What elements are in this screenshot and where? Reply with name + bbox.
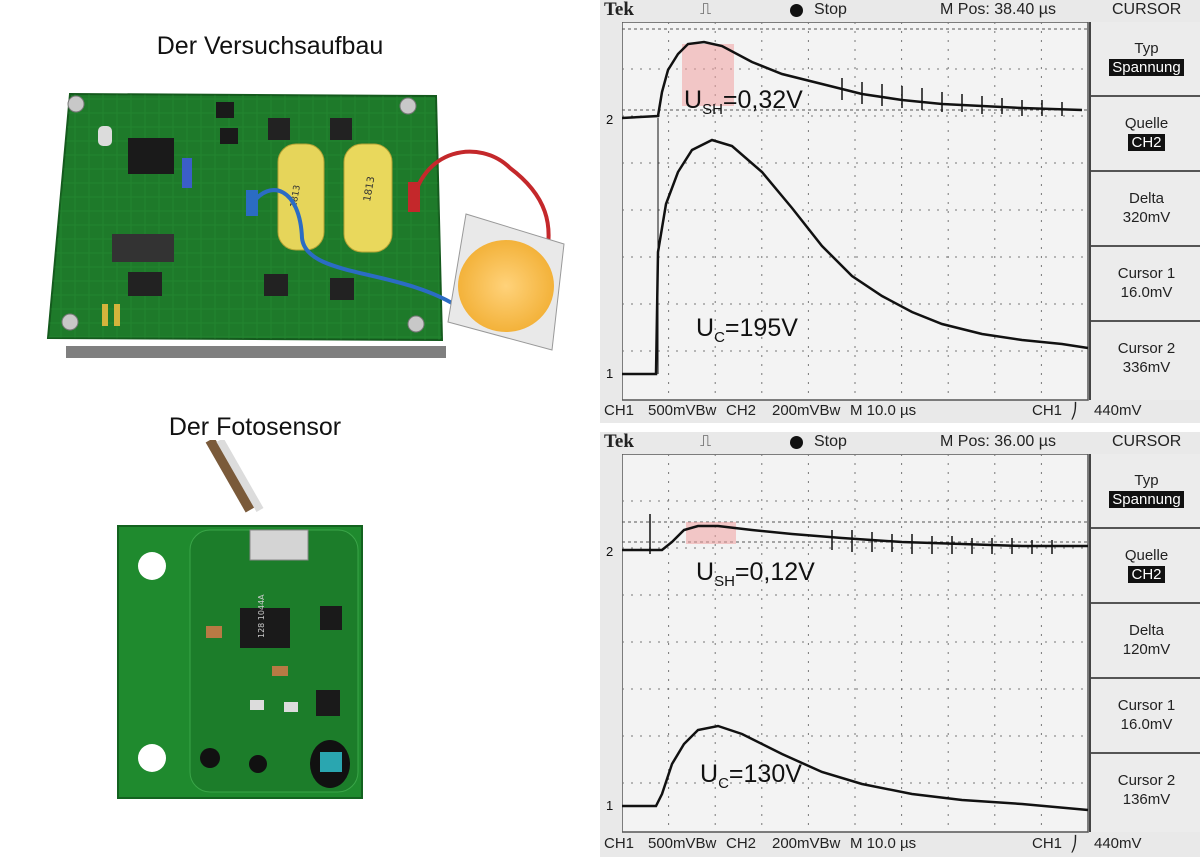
scope-header: Tek ⎍ Stop M Pos: 38.40 µs CURSOR (600, 0, 1200, 24)
menu-type[interactable]: Typ Spannung (1091, 22, 1200, 97)
trigger-slope-icon: ⎠ (1070, 836, 1078, 853)
cursor-menu: Typ Spannung Quelle CH2 Delta 120mV Curs… (1089, 454, 1200, 832)
trigger-status-icon: ⎍ (700, 433, 712, 450)
photo-sensor-photo: 128 1044A (117, 440, 363, 799)
oscilloscope-screen-1: Tek ⎍ Stop M Pos: 38.40 µs CURSOR (600, 0, 1200, 423)
menu-cursor1[interactable]: Cursor 1 16.0mV (1091, 679, 1200, 754)
menu-delta: Delta 120mV (1091, 604, 1200, 679)
scope-header: Tek ⎍ Stop M Pos: 36.00 µs CURSOR (600, 432, 1200, 456)
screw-icon (61, 313, 79, 331)
acquisition-status: Stop (814, 433, 847, 450)
setup-caption: Der Versuchsaufbau (156, 32, 384, 60)
menu-cursor2[interactable]: Cursor 2 336mV (1117, 340, 1176, 376)
svg-text:1813: 1813 (362, 176, 377, 203)
ush-label: USH=0,32V (684, 86, 803, 118)
scope-grid (622, 22, 1089, 401)
mounting-hole-icon (138, 552, 166, 580)
menu-title: CURSOR (1112, 1, 1182, 18)
trigger-slope-icon: ⎠ (1070, 403, 1078, 420)
oscilloscope-screen-2: Tek ⎍ Stop M Pos: 36.00 µs CURSOR (600, 432, 1200, 857)
stop-indicator-icon (790, 4, 803, 17)
ch1-marker: 1 (606, 798, 614, 813)
brand-label: Tek (604, 0, 634, 20)
uc-label: UC=130V (700, 760, 802, 792)
scope-grid (622, 454, 1089, 833)
screw-icon (407, 315, 425, 333)
menu-source[interactable]: Quelle CH2 (1091, 529, 1200, 604)
menu-cursor2[interactable]: Cursor 2 136mV (1117, 772, 1176, 808)
menu-delta: Delta 320mV (1091, 172, 1200, 247)
highlight-region (682, 44, 734, 106)
cursor-menu: Typ Spannung Quelle CH2 Delta 320mV Curs… (1089, 22, 1200, 400)
uc-label: UC=195V (696, 314, 798, 346)
trigger-status-icon: ⎍ (700, 1, 712, 18)
brand-label: Tek (604, 432, 634, 452)
main-position: M Pos: 36.00 µs (940, 433, 1056, 450)
ch1-marker: 1 (606, 366, 614, 381)
svg-text:128 1044A: 128 1044A (257, 594, 266, 638)
scope-footer: CH1 500mVBw CH2 200mVBw M 10.0 µs CH1 ⎠ … (604, 835, 1142, 853)
screw-icon (67, 95, 85, 113)
ch2-marker: 2 (606, 112, 614, 127)
sensor-caption: Der Fotosensor (168, 413, 342, 441)
menu-cursor1[interactable]: Cursor 1 16.0mV (1091, 247, 1200, 322)
acquisition-status: Stop (814, 1, 847, 18)
menu-source[interactable]: Quelle CH2 (1091, 97, 1200, 172)
menu-title: CURSOR (1112, 433, 1182, 450)
screw-icon (399, 97, 417, 115)
stop-indicator-icon (790, 436, 803, 449)
test-setup-photo: 1813 1813 (46, 92, 565, 358)
ush-label: USH=0,12V (696, 558, 815, 590)
main-position: M Pos: 38.40 µs (940, 1, 1056, 18)
scope-footer: CH1 500mVBw CH2 200mVBw M 10.0 µs CH1 ⎠ … (604, 402, 1142, 420)
menu-type[interactable]: Typ Spannung (1091, 454, 1200, 529)
ch2-marker: 2 (606, 544, 614, 559)
mounting-hole-icon (138, 744, 166, 772)
